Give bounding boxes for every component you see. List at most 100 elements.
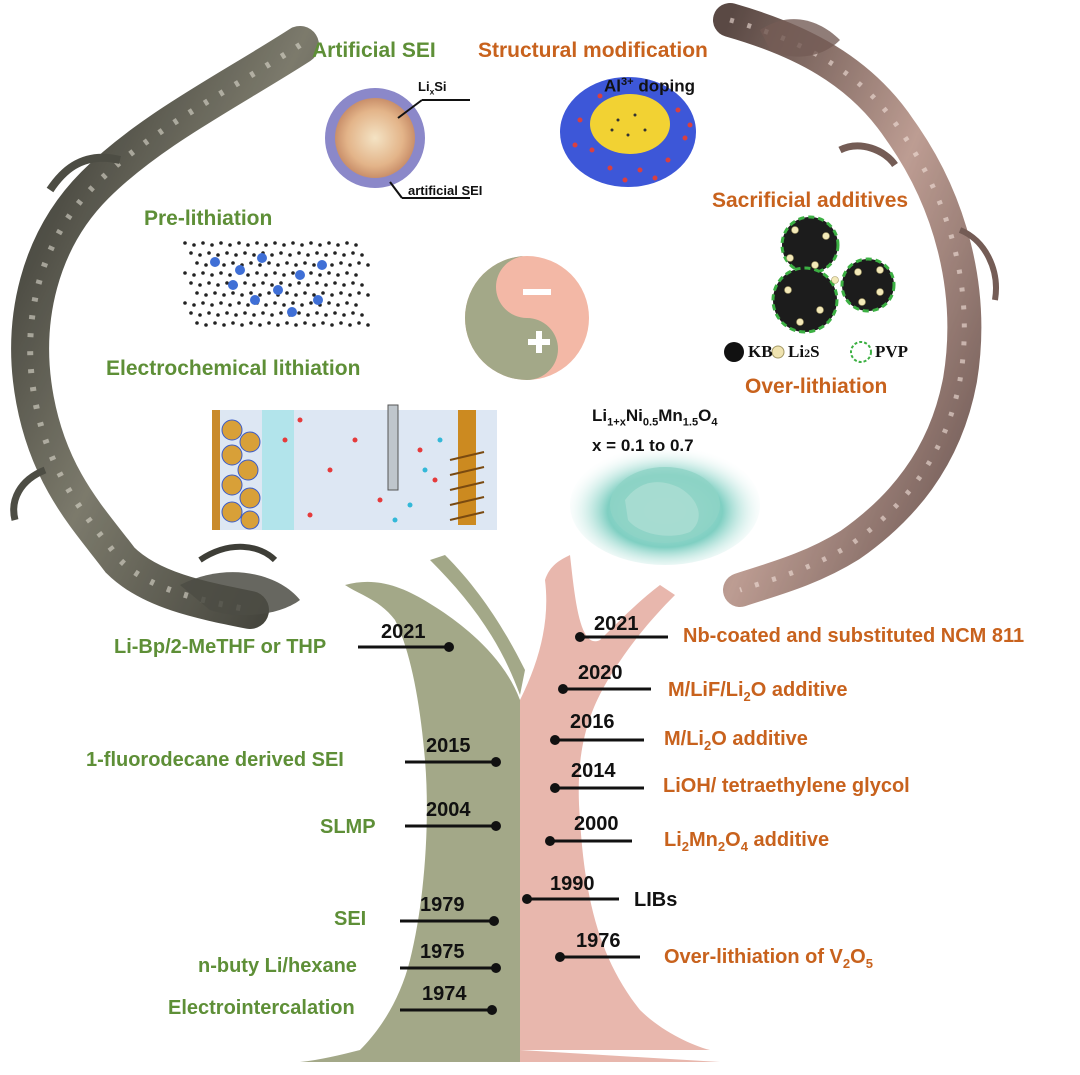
lattice-atom xyxy=(294,263,298,267)
lattice-atom xyxy=(297,251,301,255)
lattice-atom xyxy=(282,243,286,247)
lattice-atom xyxy=(327,271,331,275)
left-year-2004: 2004 xyxy=(426,799,471,821)
lattice-atom xyxy=(216,283,220,287)
lattice-atom xyxy=(204,263,208,267)
left-year-2021: 2021 xyxy=(381,621,426,643)
right-year-2021: 2021 xyxy=(594,613,639,635)
lattice-atom xyxy=(279,281,283,285)
lnmo-range: x = 0.1 to 0.7 xyxy=(592,436,694,455)
right-label-2020: M/LiF/Li2O additive xyxy=(668,679,848,704)
lattice-atom xyxy=(306,253,310,257)
lattice-atom xyxy=(204,323,208,327)
lattice-atom xyxy=(243,311,247,315)
right-dragon xyxy=(713,3,999,607)
lattice-atom xyxy=(219,271,223,275)
lattice-atom xyxy=(291,241,295,245)
lattice-atom xyxy=(333,311,337,315)
lattice-atom xyxy=(195,291,199,295)
lattice-atom xyxy=(315,281,319,285)
lattice-atom xyxy=(321,321,325,325)
lattice-atom xyxy=(273,301,277,305)
lattice-atom xyxy=(276,263,280,267)
lattice-atom xyxy=(345,271,349,275)
left-year-1974: 1974 xyxy=(422,983,467,1005)
center-year-1990: 1990 xyxy=(550,873,595,895)
lattice-atom xyxy=(309,271,313,275)
lattice-atom xyxy=(297,281,301,285)
lattice-atom xyxy=(243,281,247,285)
lattice-atom xyxy=(300,243,304,247)
right-label-2016: M/Li2O additive xyxy=(664,728,808,753)
lattice-atom xyxy=(309,301,313,305)
lattice-atom xyxy=(336,243,340,247)
lattice-atom xyxy=(225,281,229,285)
lattice-atom xyxy=(366,323,370,327)
lattice-atom xyxy=(210,243,214,247)
electrochemical-cell xyxy=(212,404,497,530)
lattice-atom xyxy=(207,281,211,285)
center-label-libs: LIBs xyxy=(634,889,678,911)
timeline-lines xyxy=(358,632,668,1015)
lattice-atom xyxy=(243,251,247,255)
lattice-atom xyxy=(336,303,340,307)
lattice-atom xyxy=(231,261,235,265)
al-doping-label: Al3+ doping xyxy=(604,76,695,96)
left-year-1979: 1979 xyxy=(420,894,465,916)
lattice-atom xyxy=(291,271,295,275)
timeline-marker-dot xyxy=(558,684,568,694)
legend-kb: KB xyxy=(748,342,773,361)
lattice-atom xyxy=(366,293,370,297)
lattice-atom xyxy=(330,263,334,267)
lattice-atom xyxy=(282,273,286,277)
lattice-atom xyxy=(213,291,217,295)
lattice-atom xyxy=(264,243,268,247)
lattice-atom xyxy=(192,303,196,307)
lnmo-particle xyxy=(570,445,760,565)
lattice-atom xyxy=(252,253,256,257)
lattice-atom xyxy=(327,301,331,305)
lnmo-formula: Li1+xNi0.5Mn1.5O4 xyxy=(592,406,718,429)
left-label-1974: Electrointercalation xyxy=(168,997,355,1019)
lattice-atom xyxy=(282,303,286,307)
lattice-atom xyxy=(324,283,328,287)
lattice-atom xyxy=(252,283,256,287)
lattice-atom xyxy=(360,283,364,287)
lattice-atom xyxy=(273,241,277,245)
right-label-2014: LiOH/ tetraethylene glycol xyxy=(663,775,910,797)
legend-li2s: Li2S xyxy=(788,342,820,361)
lattice-atom xyxy=(321,291,325,295)
lattice-atom xyxy=(351,281,355,285)
timeline-marker-dot xyxy=(444,642,454,652)
lattice-atom xyxy=(189,281,193,285)
right-label-1976: Over-lithiation of V2O5 xyxy=(664,946,873,971)
lattice-atom xyxy=(288,283,292,287)
left-dragon xyxy=(10,26,319,629)
lattice-atom xyxy=(222,323,226,327)
lithium-atom xyxy=(210,257,220,267)
lattice-atom xyxy=(198,313,202,317)
right-year-2000: 2000 xyxy=(574,813,619,835)
lattice-atom xyxy=(345,241,349,245)
structural-modification-title: Structural modification xyxy=(478,39,708,62)
legend-pvp: PVP xyxy=(875,342,909,361)
lattice-atom xyxy=(267,291,271,295)
lattice-atom xyxy=(318,243,322,247)
lattice-atom xyxy=(219,301,223,305)
lattice-atom xyxy=(267,321,271,325)
timeline-marker-dot xyxy=(491,963,501,973)
lattice-atom xyxy=(183,301,187,305)
left-year-2015: 2015 xyxy=(426,735,471,757)
lithium-atom xyxy=(295,270,305,280)
lattice-atom xyxy=(264,273,268,277)
lattice-atom xyxy=(261,311,265,315)
lattice-atom xyxy=(261,281,265,285)
lattice-atom xyxy=(246,303,250,307)
lattice-atom xyxy=(324,313,328,317)
lattice-atom xyxy=(195,261,199,265)
lattice-atom xyxy=(204,293,208,297)
lattice-atom xyxy=(354,243,358,247)
lattice-atom xyxy=(330,293,334,297)
lixsi-label: LixSi xyxy=(418,79,447,97)
timeline-marker-dot xyxy=(491,821,501,831)
